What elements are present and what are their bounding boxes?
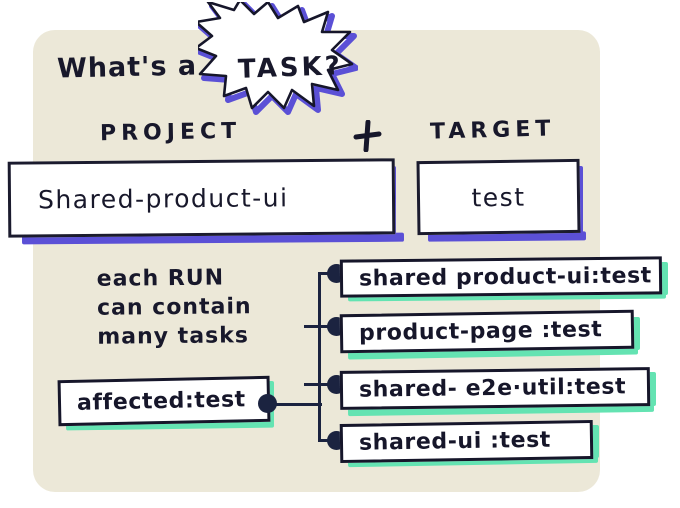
task-label-3: shared- e2e·util:test [358,374,627,403]
run-box[interactable]: affected:test [57,375,271,427]
task-2-shadow-right [631,317,640,350]
project-value: Shared-product-ui [37,182,289,214]
page-title: What's a [56,50,198,85]
project-value-box[interactable]: Shared-product-ui [7,158,396,238]
starburst-icon [198,2,358,115]
wire-trunk [318,272,321,442]
task-label-4: shared-ui :test [358,427,552,456]
task-3-shadow-right [647,372,656,406]
target-value-box[interactable]: test [416,158,581,236]
task-1-shadow-right [659,262,668,295]
label-project: PROJECT [99,118,242,147]
task-box-1[interactable]: shared product-ui:test [339,256,663,298]
label-target: TARGET [429,116,556,145]
burst-label: TASK? [237,51,344,85]
wire-run-to-trunk [270,403,322,406]
node-dot-run [258,394,277,413]
task-box-3[interactable]: shared- e2e·util:test [339,367,651,410]
task-4-shadow-right [590,425,599,458]
wire-stub-3 [304,383,338,386]
run-box-label: affected:test [76,386,247,416]
task-label-2: product-page :test [358,317,603,347]
task-box-4[interactable]: shared-ui :test [339,420,594,463]
task-box-2[interactable]: product-page :test [339,309,635,354]
note-text: each RUN can contain many tasks [96,265,252,350]
wire-stub-2 [304,325,338,328]
plus-icon [353,120,382,152]
task-label-1: shared product-ui:test [358,262,652,291]
target-value: test [471,182,526,212]
